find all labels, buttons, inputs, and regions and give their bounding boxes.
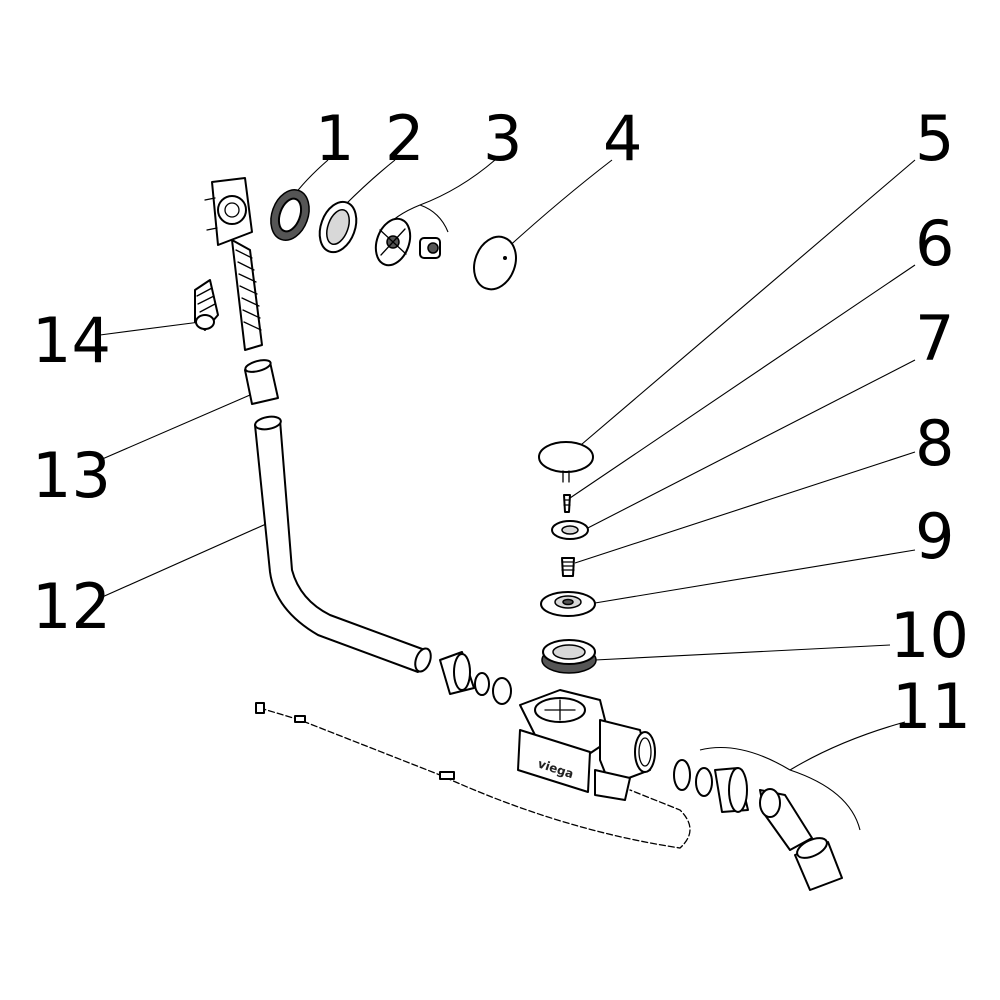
part-4-overflow-cover bbox=[473, 235, 517, 291]
callout-12: 12 bbox=[32, 570, 111, 643]
part-11-outlet-elbow-assembly bbox=[673, 759, 843, 891]
callout-11: 11 bbox=[892, 670, 971, 743]
callout-2: 2 bbox=[385, 102, 424, 175]
part-3-grille-and-nut bbox=[374, 217, 441, 267]
callout-5: 5 bbox=[915, 102, 954, 175]
part-9-drain-flange bbox=[540, 591, 596, 617]
part-1-gasket bbox=[270, 189, 310, 241]
callout-14: 14 bbox=[32, 304, 111, 377]
part-8-threaded-insert bbox=[561, 557, 575, 577]
part-2-ring bbox=[318, 200, 358, 254]
leader-11 bbox=[699, 721, 906, 831]
leader-13 bbox=[99, 394, 251, 461]
leader-6 bbox=[569, 264, 916, 499]
leader-lines bbox=[99, 159, 916, 831]
leader-2 bbox=[344, 159, 396, 206]
part-5-plug-cap bbox=[538, 441, 594, 483]
leader-7 bbox=[579, 359, 916, 533]
overflow-housing-with-hose bbox=[204, 177, 263, 351]
leader-9 bbox=[594, 549, 916, 604]
coupling-nut-and-rings-left bbox=[439, 651, 512, 705]
callout-9: 9 bbox=[915, 500, 954, 573]
part-10-sealing-ring bbox=[541, 639, 597, 674]
part-7-washer bbox=[551, 520, 589, 540]
callout-numbers: 1 2 3 4 5 6 7 8 9 10 11 12 13 14 bbox=[32, 102, 971, 743]
leader-14 bbox=[99, 321, 201, 336]
callout-3: 3 bbox=[483, 102, 522, 175]
leader-5 bbox=[574, 159, 916, 451]
leader-8 bbox=[574, 451, 916, 564]
callout-10: 10 bbox=[890, 599, 969, 672]
part-12-bent-pipe bbox=[254, 415, 432, 673]
leader-12 bbox=[99, 519, 276, 599]
callout-13: 13 bbox=[32, 439, 111, 512]
callout-7: 7 bbox=[915, 302, 954, 375]
part-13-sleeve bbox=[244, 359, 279, 405]
bowden-cable bbox=[255, 702, 691, 849]
callout-1: 1 bbox=[315, 102, 354, 175]
waste-valve-body: viega bbox=[517, 689, 656, 801]
callout-8: 8 bbox=[915, 407, 954, 480]
callout-4: 4 bbox=[603, 102, 642, 175]
part-6-screw bbox=[563, 494, 571, 513]
callout-6: 6 bbox=[915, 207, 954, 280]
leader-4 bbox=[504, 159, 613, 251]
leader-10 bbox=[594, 644, 891, 661]
part-14-elbow-connector bbox=[194, 279, 219, 331]
